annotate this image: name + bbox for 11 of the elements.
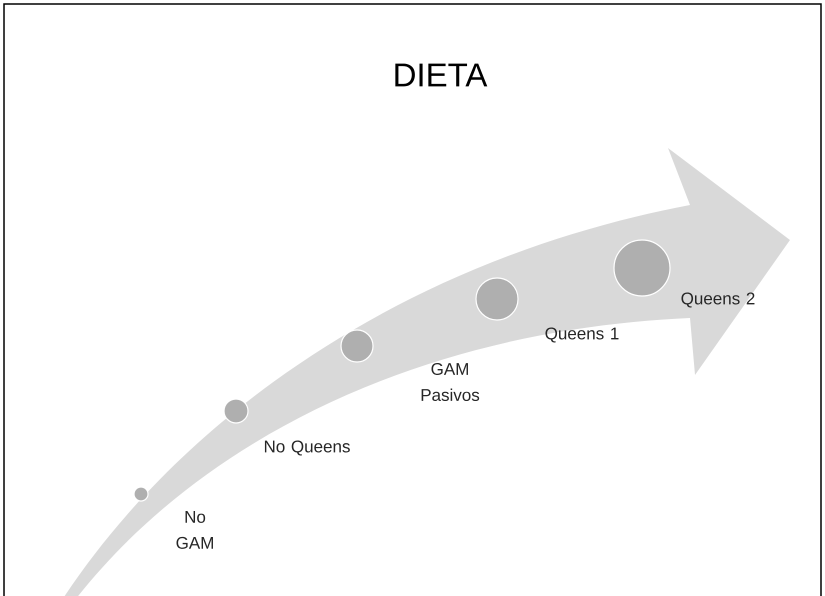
dot-caption: Queens 1 <box>545 327 618 343</box>
dot-marker <box>475 277 519 321</box>
title: DIETA <box>395 64 488 86</box>
dot-marker <box>133 486 149 502</box>
dot-marker <box>340 329 374 363</box>
dot-marker <box>223 398 249 424</box>
dot-caption: Queens 2 <box>681 292 754 308</box>
dot-marker <box>613 239 671 297</box>
dot-caption: No GAM <box>176 511 213 549</box>
dot-caption: GAM Pasivos <box>422 362 480 401</box>
dot-caption: No Queens <box>264 440 350 456</box>
